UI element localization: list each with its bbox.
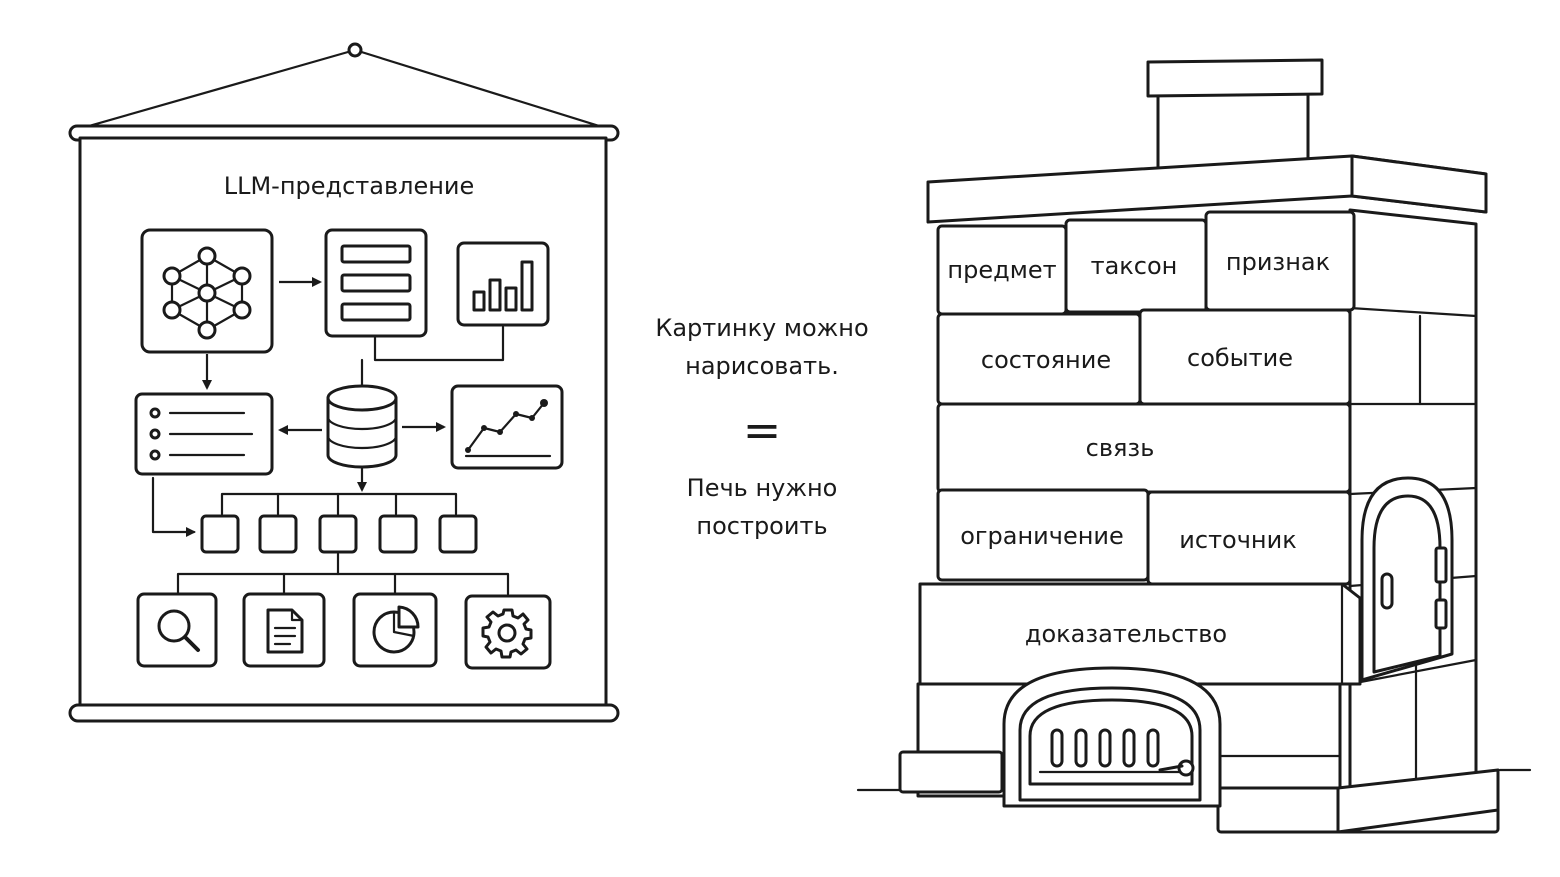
network-graph-icon (140, 228, 274, 354)
fire-door (1002, 666, 1222, 808)
connector-docs-chart (373, 325, 505, 362)
checklist-icon (134, 392, 274, 476)
side-door (1360, 476, 1454, 682)
poster-string (73, 48, 614, 132)
label-sobytie: событие (1187, 344, 1293, 372)
bar-chart-icon (456, 241, 550, 327)
poster: LLM-представление (68, 42, 620, 723)
poster-nail (347, 42, 363, 58)
label-dokazatelstvo: доказательство (1025, 620, 1227, 648)
label-takson: таксон (1091, 252, 1178, 280)
label-sostoyanie: состояние (981, 346, 1111, 374)
caption-line-2: нарисовать. (685, 352, 839, 380)
caption-line-4: построить (696, 512, 827, 540)
stove-cap (926, 154, 1488, 224)
label-svyaz: связь (1086, 434, 1155, 462)
line-chart-icon (450, 384, 564, 470)
database-icon (326, 384, 398, 469)
label-istochnik: источник (1179, 526, 1296, 554)
process-nodes (151, 468, 510, 596)
pie-chart-icon (352, 592, 438, 668)
equals-sign: = (743, 403, 782, 457)
poster-title: LLM-представление (224, 172, 475, 200)
search-icon (136, 592, 218, 668)
chimney (1146, 58, 1324, 170)
label-ogranichenie: ограничение (960, 522, 1124, 550)
file-icon (242, 592, 326, 668)
gear-icon (464, 594, 552, 670)
label-predmet: предмет (947, 256, 1056, 284)
poster-bottom-rod (68, 703, 620, 723)
brick-dokazatelstvo (918, 582, 1362, 686)
stove: предмет таксон признак состояние событие… (856, 58, 1532, 834)
caption-line-1: Картинку можно (655, 314, 868, 342)
middle-caption: Картинку можно нарисовать. = Печь нужно … (655, 314, 868, 540)
caption-line-3: Печь нужно (687, 474, 838, 502)
document-list-icon (324, 228, 428, 338)
label-priznak: признак (1226, 248, 1330, 276)
